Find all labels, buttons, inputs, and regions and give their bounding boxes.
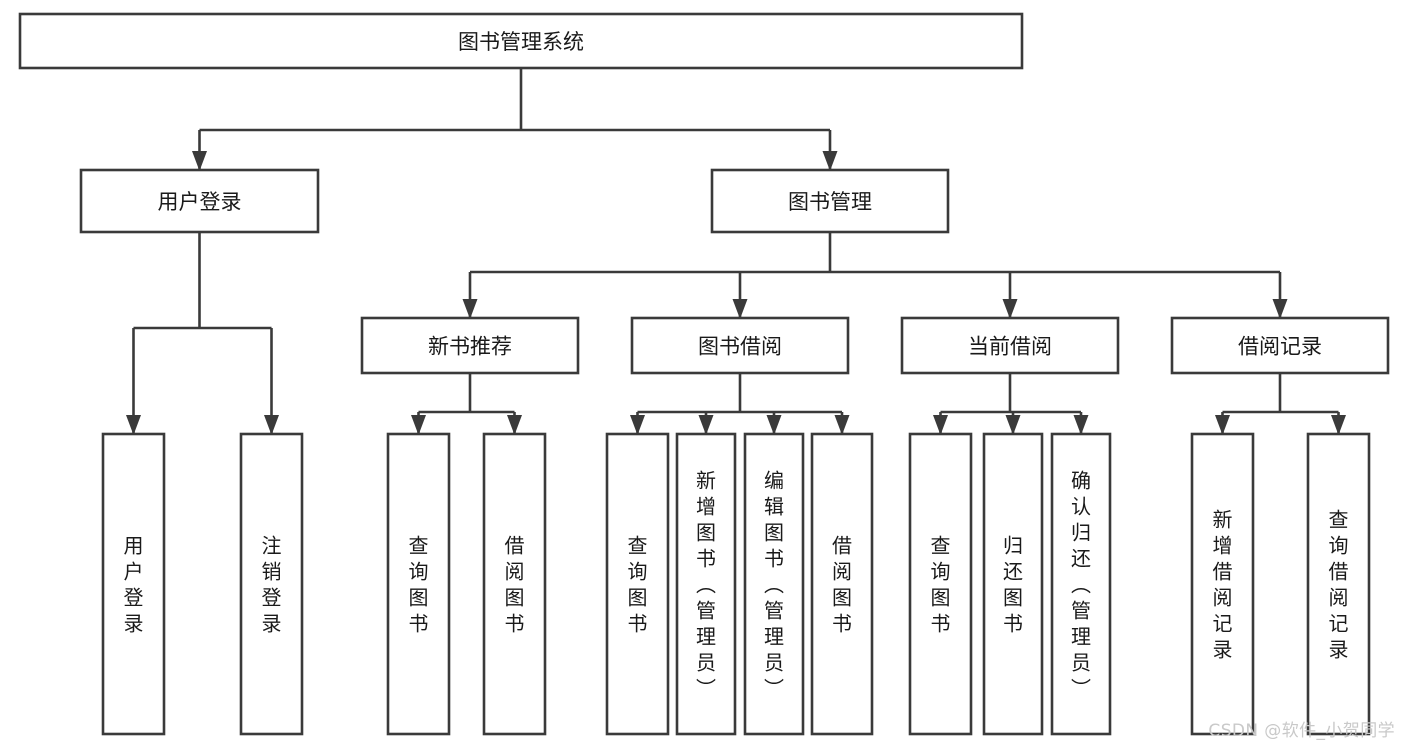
level3-node-box[interactable] [360,316,580,375]
level2-node-label: 图书管理 [788,190,872,214]
root-node-label: 图书管理系统 [458,30,584,54]
level2-node[interactable]: 图书管理 [710,168,950,234]
leaf-node[interactable]: 新增图书︵管理员︶ [675,432,737,736]
leaf-node-label: 新增借阅记录 [1213,507,1233,661]
leaf-node[interactable]: 查询图书 [386,432,451,736]
arrow-head-icon [462,299,478,319]
leaf-node[interactable]: 查询图书 [908,432,973,736]
level2-node-box[interactable] [710,168,950,234]
level3-node-box[interactable] [1170,316,1390,375]
arrow-head-icon [192,151,207,171]
level3-node[interactable]: 当前借阅 [900,316,1120,375]
leaf-node[interactable]: 归还图书 [982,432,1044,736]
arrow-head-icon [1005,415,1021,435]
leaf-node[interactable]: 确认归还︵管理员︶ [1050,432,1112,736]
level3-node-label: 借阅记录 [1238,335,1322,359]
leaf-node[interactable]: 借阅图书 [482,432,547,736]
leaf-node-box[interactable] [908,432,973,736]
leaf-node[interactable]: 查询图书 [605,432,670,736]
leaf-node-label: 归还图书 [1003,533,1023,635]
leaf-node[interactable]: 借阅图书 [810,432,874,736]
leaf-node-box[interactable] [605,432,670,736]
leaf-node-label: 查询借阅记录 [1329,507,1349,661]
level3-node[interactable]: 新书推荐 [360,316,580,375]
watermark-label: CSDN @软件_小贺同学 [1208,721,1395,741]
arrow-head-icon [507,415,522,435]
leaf-node-label: 查询图书 [931,533,951,635]
leaf-node-box[interactable] [982,432,1044,736]
arrow-head-icon [933,415,948,435]
arrow-head-icon [766,415,782,435]
leaf-node[interactable]: 注销登录 [239,432,304,736]
leaf-node-label: 确认归还︵管理员︶ [1071,468,1091,700]
root-node[interactable]: 图书管理系统 [18,12,1024,70]
leaf-node[interactable]: 查询借阅记录 [1306,432,1371,736]
leaf-node[interactable]: 新增借阅记录 [1190,432,1255,736]
level3-node[interactable]: 图书借阅 [630,316,850,375]
arrow-head-icon [126,415,141,435]
root-node-box[interactable] [18,12,1024,70]
connector-layer [126,68,1346,435]
leaf-node-box[interactable] [675,432,737,736]
level3-node-label: 当前借阅 [968,335,1052,359]
leaf-node-box[interactable] [239,432,304,736]
leaf-node-label: 查询图书 [628,533,648,635]
leaf-node-label: 编辑图书︵管理员︶ [764,468,784,700]
arrow-head-icon [411,415,426,435]
level2-node-label: 用户登录 [158,190,242,214]
leaf-node-label: 借阅图书 [505,533,525,635]
leaf-node-box[interactable] [1306,432,1371,736]
arrow-head-icon [822,151,838,171]
leaf-node-box[interactable] [101,432,166,736]
arrow-head-icon [1002,299,1018,319]
arrow-head-icon [698,415,714,435]
leaf-node-label: 用户登录 [124,533,144,635]
level2-node[interactable]: 用户登录 [79,168,320,234]
leaf-node-box[interactable] [810,432,874,736]
arrow-head-icon [1331,415,1346,435]
leaf-node-label: 借阅图书 [832,533,852,635]
arrow-head-icon [732,299,748,319]
leaf-node-box[interactable] [386,432,451,736]
leaf-node-label: 新增图书︵管理员︶ [696,468,716,700]
level3-node-label: 图书借阅 [698,335,782,359]
level3-node[interactable]: 借阅记录 [1170,316,1390,375]
leaf-node-box[interactable] [1050,432,1112,736]
level2-node-box[interactable] [79,168,320,234]
leaf-node-box[interactable] [1190,432,1255,736]
level3-node-box[interactable] [630,316,850,375]
leaf-node-box[interactable] [482,432,547,736]
leaf-node[interactable]: 用户登录 [101,432,166,736]
arrow-head-icon [264,415,279,435]
level3-node-label: 新书推荐 [428,335,512,359]
level3-node-box[interactable] [900,316,1120,375]
arrow-head-icon [1215,415,1230,435]
leaf-node-box[interactable] [743,432,805,736]
arrow-head-icon [1073,415,1089,435]
arrow-head-icon [834,415,850,435]
leaf-node-label: 注销登录 [262,533,282,635]
leaf-node-label: 查询图书 [409,533,429,635]
arrow-head-icon [1272,299,1288,319]
arrow-head-icon [630,415,645,435]
leaf-node[interactable]: 编辑图书︵管理员︶ [743,432,805,736]
